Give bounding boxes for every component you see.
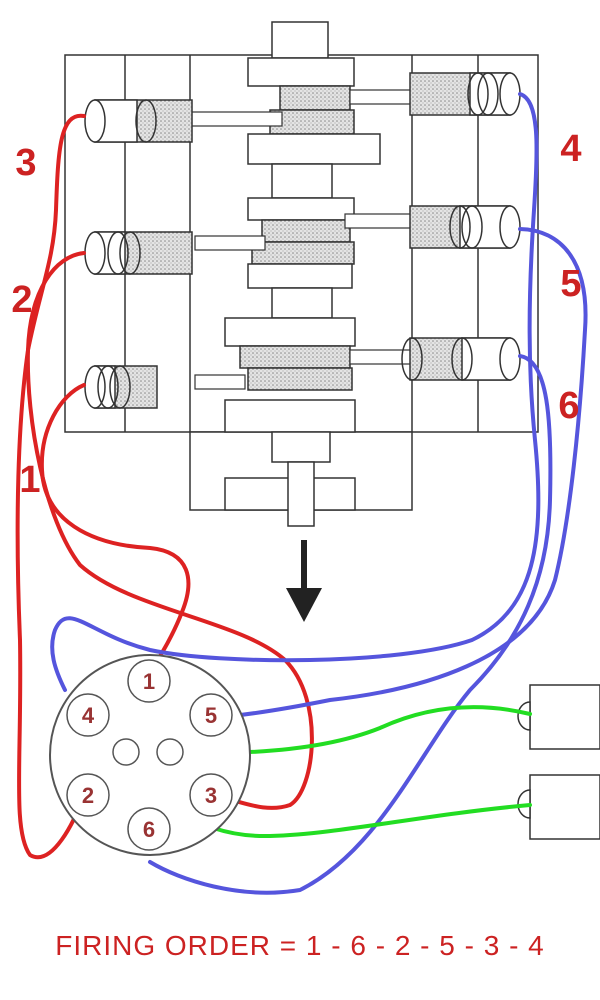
- piston-left-1: [84, 365, 158, 409]
- cylinder-label-5: 5: [560, 263, 581, 305]
- terminal-2: [66, 773, 110, 817]
- cylinder-label-1: 1: [19, 459, 40, 501]
- wire-cylinder-5: [230, 227, 588, 718]
- spark-plug-wires: [15, 92, 588, 895]
- piston-right-6: [401, 337, 521, 381]
- cylinder-label-2: 2: [11, 279, 32, 321]
- left-cylinder-pistons: [84, 99, 193, 409]
- terminal-5: [189, 693, 233, 737]
- cylinder-label-3: 3: [15, 142, 36, 184]
- ignition-coils: [517, 684, 600, 840]
- down-arrow-icon: [286, 540, 322, 622]
- piston-left-2: [84, 231, 193, 275]
- terminal-label-2: 2: [82, 783, 94, 808]
- terminal-label-3: 3: [205, 783, 217, 808]
- coil-lower: [517, 774, 600, 840]
- terminal-4: [66, 693, 110, 737]
- terminal-label-5: 5: [205, 703, 217, 728]
- cylinder-label-4: 4: [560, 128, 581, 170]
- wire-cylinder-6: [148, 354, 553, 895]
- firing-order-caption: FIRING ORDER = 1 - 6 - 2 - 5 - 3 - 4: [55, 930, 545, 961]
- terminal-6: [127, 807, 171, 851]
- wire-cylinder-1: [39, 383, 191, 662]
- cylinder-label-6: 6: [558, 385, 579, 427]
- coil-upper: [517, 684, 600, 750]
- terminal-label-1: 1: [143, 669, 155, 694]
- center-terminal: [112, 738, 140, 766]
- wire-cylinder-3: [15, 113, 86, 860]
- coil-terminal: [156, 738, 184, 766]
- connecting-rods: [189, 89, 413, 390]
- terminal-3: [189, 773, 233, 817]
- crankshaft: [224, 21, 381, 527]
- terminal-label-4: 4: [82, 703, 95, 728]
- terminal-1: [127, 659, 171, 703]
- piston-right-5: [409, 205, 521, 249]
- piston-left-3: [84, 99, 193, 143]
- wire-cylinder-4: [50, 92, 541, 692]
- piston-right-4: [409, 72, 521, 116]
- wire-cylinder-2: [25, 251, 314, 810]
- distributor-cap: [49, 654, 251, 856]
- terminal-label-6: 6: [143, 817, 155, 842]
- right-cylinder-pistons: [401, 72, 521, 381]
